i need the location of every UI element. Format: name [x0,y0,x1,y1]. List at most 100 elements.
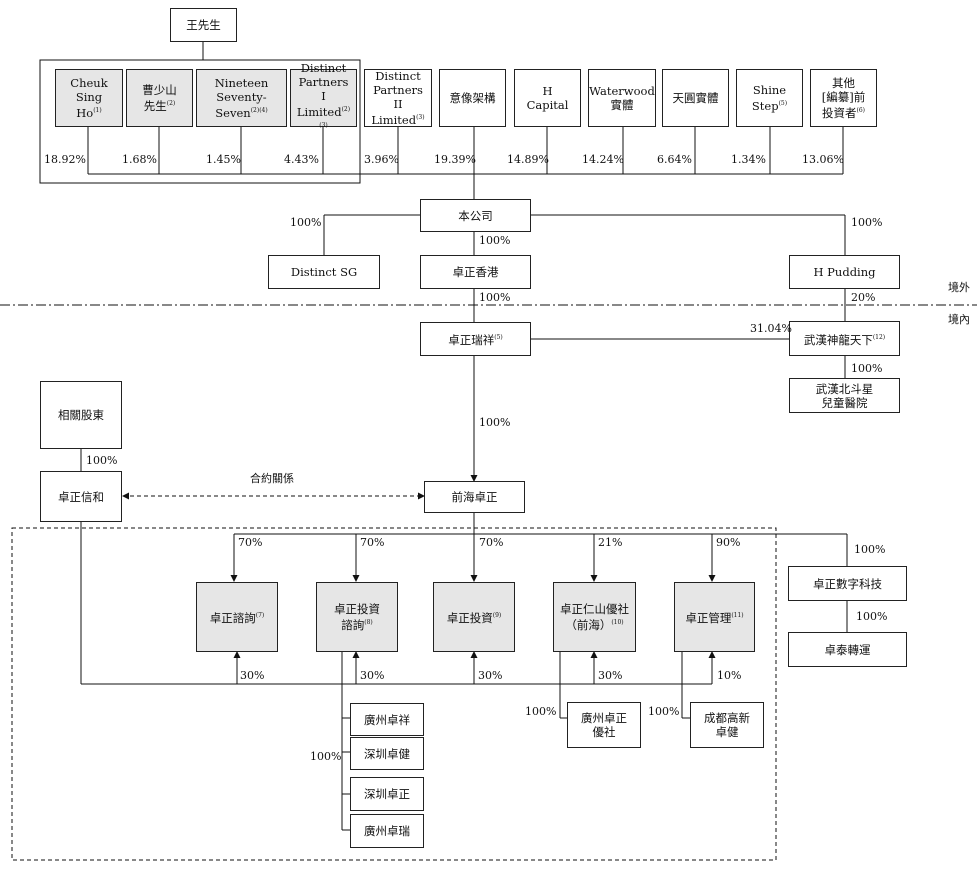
pct-tianyuan: 6.64% [657,153,692,166]
entity-shine-step-label: Shine Step [751,83,787,113]
entity-zhuozheng-hk: 卓正香港 [420,255,531,289]
entity-yixiang-label: 意像架構 [449,91,496,105]
entity-gz-zx-label: 廣州卓祥 [364,712,410,727]
pct-renshan-21: 21% [598,536,623,549]
pct-cao: 1.68% [122,153,157,166]
pct-qianhai: 100% [479,416,511,429]
pct-guanli-90: 90% [716,536,741,549]
pct-dp2: 3.96% [364,153,399,166]
entity-touzi-label: 卓正投資 [446,610,493,625]
pct-yixiang: 19.39% [434,153,476,166]
entity-tianyuan-label: 天圓實體 [672,91,719,105]
entity-shenzhen-zhuojian: 深圳卓健 [350,737,424,770]
entity-cheuk-sing-ho-label: Cheuk Sing Ho [70,76,108,120]
entity-guangzhou-zhuoxiang: 廣州卓祥 [350,703,424,736]
entity-zhuozheng-renshan: 卓正仁山優社 （前海）(10) [553,582,636,652]
note-ref-5b: (5) [494,334,503,342]
pct-touzi-30: 30% [478,669,503,682]
pct-shuzi: 100% [854,543,886,556]
pct-distinct-sg: 100% [290,216,322,229]
note-ref-6: (6) [856,107,865,115]
entity-distinct-sg: Distinct SG [268,255,380,289]
entity-zhuozheng-guanli: 卓正管理(11) [674,582,755,652]
entity-zhuozheng-zixun: 卓正諮詢(7) [196,582,278,652]
pct-renshan-30: 30% [598,669,623,682]
entity-tianyuan: 天圓實體 [662,69,729,127]
entity-cao-shaoshan: 曹少山 先生(2) [126,69,193,127]
entity-distinct-sg-label: Distinct SG [290,265,358,279]
entity-h-pudding: H Pudding [789,255,900,289]
entity-gz-zr-label: 廣州卓瑞 [364,824,410,838]
entity-zhuozheng-hk-label: 卓正香港 [452,265,499,279]
pct-nineteen: 1.45% [206,153,241,166]
mr-wang-group-frame [39,59,361,184]
pct-h-pudding: 100% [851,216,883,229]
note-ref-2-4: (2)(4) [250,107,268,115]
entity-distinct-partners-1: Distinct Partners I Limited(2)(3) [290,61,357,129]
pct-taizhuan: 100% [856,610,888,623]
entity-distinct-partners-2: Distinct Partners II Limited(3) [364,69,432,127]
entity-zhuozheng-xinhe: 卓正信和 [40,471,122,522]
entity-sz-zz-label: 深圳卓正 [364,787,410,801]
entity-dp2-label: Distinct Partners II Limited [371,69,423,127]
entity-chengdu-zhuojian: 成都高新 卓健 [690,702,764,748]
entity-renshan-label: 卓正仁山優社 （前海） [560,602,629,632]
entity-cd-zj-label: 成都高新 卓健 [704,711,750,739]
entity-related-shareholders-label: 相關股東 [58,408,104,422]
entity-other-investors: 其他 [編纂]前 投資者(6) [810,69,877,127]
entity-guangzhou-youshe: 廣州卓正 優社 [567,702,641,748]
entity-wuhan-beidou: 武漢北斗星 兒童醫院 [789,378,900,413]
entity-waterwood-label: Waterwood 實體 [589,84,655,112]
entity-wuhan-shenlong: 武漢神龍天下(12) [789,321,900,356]
pct-hcapital: 14.89% [507,153,549,166]
pct-dp1: 4.43% [284,153,319,166]
note-ref-12: (12) [872,333,886,341]
entity-zhuotai-zhuanyun: 卓泰轉運 [788,632,907,667]
pct-beidou: 100% [851,362,883,375]
pct-others: 13.06% [802,153,844,166]
pct-pudding-shenlong: 20% [851,291,876,304]
note-ref-5: (5) [778,100,788,108]
note-ref-9: (9) [492,612,502,620]
entity-zhuozheng-ruixiang: 卓正瑞祥(5) [420,322,531,356]
entity-h-capital: H Capital [514,69,581,127]
entity-touzi-zixun-label: 卓正投資 諮詢 [334,602,380,632]
entity-qianhai-zhuozheng: 前海卓正 [424,481,525,513]
entity-nineteen-seventy-seven: Nineteen Seventy-Seven(2)(4) [196,69,287,127]
pct-gz-youshe: 100% [525,705,557,718]
entity-nineteen-label: Nineteen Seventy-Seven [214,76,269,120]
entity-yixiang: 意像架構 [439,69,506,127]
pct-cd-zj: 100% [648,705,680,718]
pct-ruixiang: 100% [479,291,511,304]
contract-relationship-label: 合約關係 [250,472,294,485]
entity-zhuozheng-shuzi: 卓正數字科技 [788,566,907,601]
entity-mr-wang-label: 王先生 [186,18,221,32]
pct-hk: 100% [479,234,511,247]
offshore-label: 境外 [948,281,970,294]
pct-ruixiang-shenlong: 31.04% [750,322,792,335]
entity-company: 本公司 [420,199,531,232]
pct-xinhe: 100% [86,454,118,467]
note-ref-8: (8) [364,619,373,627]
entity-gz-youshe-label: 廣州卓正 優社 [581,711,627,739]
pct-touzi-zixun-30: 30% [360,669,385,682]
note-ref-11: (11) [731,612,744,620]
entity-zhuozheng-touzi-zixun: 卓正投資 諮詢(8) [316,582,398,652]
note-ref-2-3: (2)(3) [319,106,351,129]
entity-shine-step: Shine Step(5) [736,69,803,127]
pct-shinestep: 1.34% [731,153,766,166]
entity-zixun-label: 卓正諮詢 [209,610,256,625]
entity-wuhan-beidou-label: 武漢北斗星 兒童醫院 [815,381,874,410]
onshore-label: 境內 [948,313,970,326]
entity-sz-zj-label: 深圳卓健 [364,746,410,761]
entity-company-label: 本公司 [458,208,493,223]
entity-ruixiang-label: 卓正瑞祥 [448,332,495,347]
entity-h-pudding-label: H Pudding [813,265,876,279]
onshore-group-frame [11,527,777,861]
note-ref-7: (7) [255,612,265,620]
entity-qianhai-label: 前海卓正 [451,490,498,504]
pct-cheuk: 18.92% [44,153,86,166]
entity-dp1-label: Distinct Partners I Limited [296,61,349,119]
entity-zhuozheng-touzi: 卓正投資(9) [433,582,515,652]
pct-touzi-70: 70% [479,536,504,549]
